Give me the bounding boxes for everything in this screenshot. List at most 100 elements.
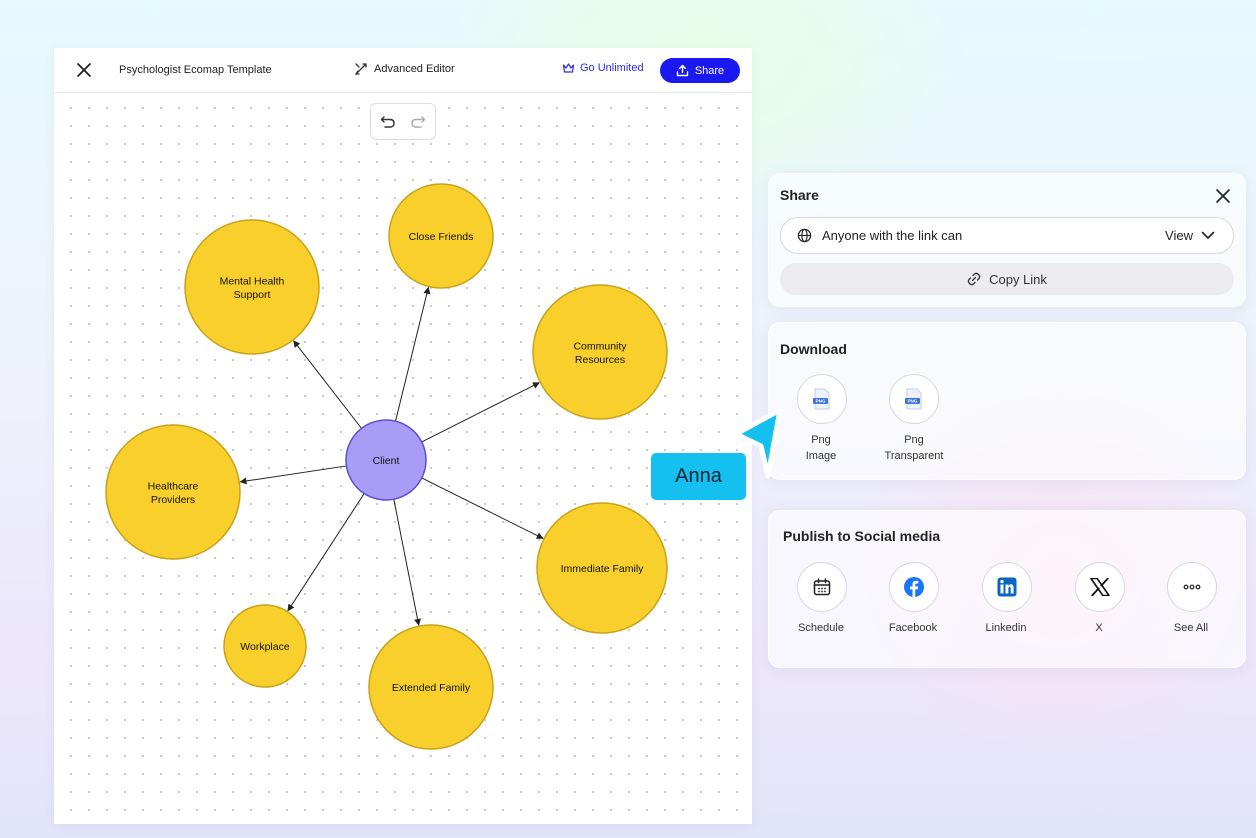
edge-client-to-immediate-family[interactable] xyxy=(421,477,544,539)
close-share-panel-button[interactable] xyxy=(1215,188,1231,204)
x-label: X xyxy=(1095,622,1103,634)
share-button-label: Share xyxy=(694,64,725,77)
download-panel: Download PNG Png Image PNG Png Transpare… xyxy=(768,322,1246,480)
undo-button[interactable] xyxy=(380,115,396,129)
facebook-label: Facebook xyxy=(888,622,938,634)
png-badge-text: PNG xyxy=(908,399,918,404)
node-circle xyxy=(532,284,668,420)
schedule-button[interactable] xyxy=(797,562,847,612)
png-file-icon: PNG xyxy=(905,388,922,410)
node-circle xyxy=(223,604,307,688)
share-panel: Share Anyone with the link can View Copy… xyxy=(768,173,1246,307)
node-label: Immediate Family xyxy=(561,563,645,575)
see-all-button[interactable] xyxy=(1167,562,1217,612)
png-badge-text: PNG xyxy=(816,399,826,404)
redo-button[interactable] xyxy=(410,115,426,129)
download-panel-title: Download xyxy=(780,341,847,357)
linkedin-label: Linkedin xyxy=(985,622,1027,634)
linkedin-button[interactable] xyxy=(982,562,1032,612)
linkedin-icon xyxy=(997,577,1017,597)
facebook-button[interactable] xyxy=(889,562,939,612)
node-label: Close Friends xyxy=(409,231,474,243)
x-button[interactable] xyxy=(1075,562,1125,612)
node-workplace[interactable]: Workplace xyxy=(223,604,307,688)
share-button[interactable]: Share xyxy=(660,58,740,83)
download-png-image-button[interactable]: PNG xyxy=(797,374,847,424)
undo-redo-toolbar xyxy=(370,103,436,140)
png-image-label-line1: Png xyxy=(811,434,831,446)
editor-window: Psychologist Ecomap Template Advanced Ed… xyxy=(54,48,752,824)
node-label: Healthcare xyxy=(148,480,199,492)
close-icon xyxy=(77,63,91,77)
social-media-panel: Publish to Social media Schedule Faceboo… xyxy=(768,510,1246,668)
link-permission-select[interactable]: Anyone with the link can View xyxy=(780,217,1234,254)
social-panel-title: Publish to Social media xyxy=(783,528,941,544)
collaborator-name-tag: Anna xyxy=(651,453,746,500)
see-all-label: See All xyxy=(1173,622,1209,634)
node-label: Mental Health xyxy=(220,275,285,287)
go-unlimited-button[interactable]: Go Unlimited xyxy=(562,62,644,74)
collaborator-cursor-icon xyxy=(733,407,783,479)
node-label: Client xyxy=(373,455,400,467)
png-file-icon: PNG xyxy=(813,388,830,410)
node-label: Resources xyxy=(575,354,625,366)
x-logo-icon xyxy=(1090,578,1110,596)
schedule-label: Schedule xyxy=(798,622,844,634)
node-circle xyxy=(184,219,320,355)
upload-icon xyxy=(676,64,689,77)
crown-icon xyxy=(562,63,575,73)
edge-client-to-healthcare[interactable] xyxy=(239,465,347,485)
undo-icon xyxy=(380,115,395,128)
png-transparent-label: Png Transparent xyxy=(869,432,959,464)
node-immediate-family[interactable]: Immediate Family xyxy=(536,502,668,634)
node-label: Community xyxy=(573,340,627,352)
png-transparent-label-line1: Png xyxy=(904,434,924,446)
editor-toolbar: Psychologist Ecomap Template Advanced Ed… xyxy=(54,48,752,93)
edge-client-to-community[interactable] xyxy=(421,382,540,443)
edge-client-to-workplace[interactable] xyxy=(287,493,365,612)
link-access-text: Anyone with the link can xyxy=(822,228,963,243)
share-panel-title: Share xyxy=(780,187,819,203)
node-client[interactable]: Client xyxy=(345,419,427,501)
advanced-editor-button[interactable]: Advanced Editor xyxy=(354,62,455,76)
edge-client-to-extended-family[interactable] xyxy=(393,499,421,626)
permission-value: View xyxy=(1165,228,1193,243)
copy-link-label: Copy Link xyxy=(989,271,1047,287)
node-circle xyxy=(388,183,494,289)
node-label: Workplace xyxy=(240,641,290,653)
tools-icon xyxy=(354,63,367,75)
link-icon xyxy=(967,272,981,286)
go-unlimited-label: Go Unlimited xyxy=(580,62,644,74)
globe-icon xyxy=(797,228,812,243)
png-transparent-label-line2: Transparent xyxy=(884,450,944,462)
advanced-editor-label: Advanced Editor xyxy=(374,63,455,75)
node-close-friends[interactable]: Close Friends xyxy=(388,183,494,289)
collaborator-name: Anna xyxy=(675,465,722,487)
chevron-down-icon xyxy=(1201,231,1215,240)
node-label: Extended Family xyxy=(392,682,471,694)
node-circle xyxy=(368,624,494,750)
png-image-label: Png Image xyxy=(791,432,851,464)
calendar-icon xyxy=(813,578,831,596)
download-png-transparent-button[interactable]: PNG xyxy=(889,374,939,424)
redo-icon xyxy=(411,115,426,128)
png-image-label-line2: Image xyxy=(805,450,837,462)
close-icon xyxy=(1216,189,1230,203)
node-label: Providers xyxy=(151,494,195,506)
facebook-icon xyxy=(904,577,924,597)
node-circle xyxy=(105,424,241,560)
edge-client-to-close-friends[interactable] xyxy=(395,286,431,422)
copy-link-button[interactable]: Copy Link xyxy=(780,263,1234,295)
close-editor-button[interactable] xyxy=(74,60,94,80)
more-icon xyxy=(1183,584,1201,590)
node-circle xyxy=(345,419,427,501)
document-title: Psychologist Ecomap Template xyxy=(119,64,272,76)
node-extended-family[interactable]: Extended Family xyxy=(368,624,494,750)
node-circle xyxy=(536,502,668,634)
node-label: Support xyxy=(234,289,271,301)
edge-client-to-mental-health[interactable] xyxy=(293,340,362,429)
